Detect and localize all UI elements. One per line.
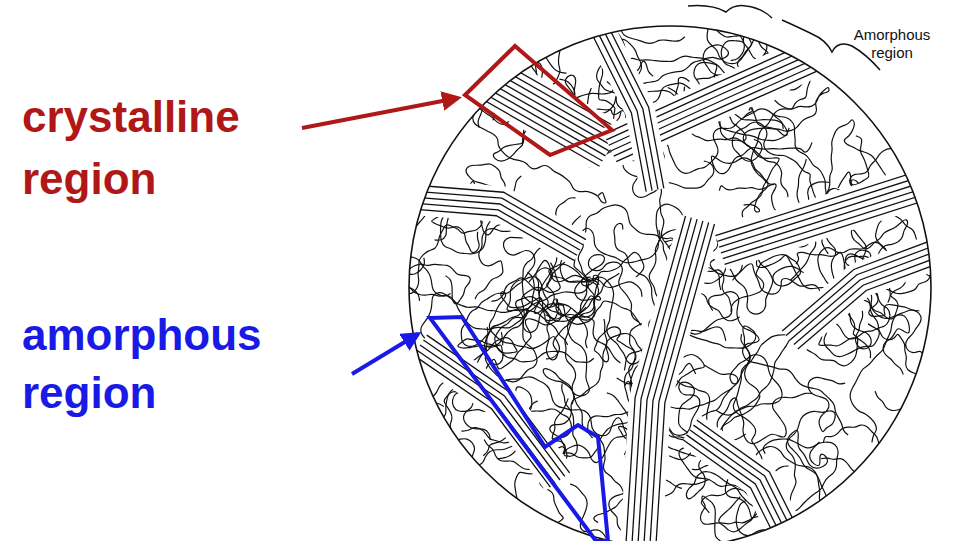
amorphous-chain <box>340 264 470 321</box>
crystalline-outline <box>465 46 612 155</box>
aligned-chain <box>417 350 556 484</box>
bracket <box>688 6 772 18</box>
aligned-chain <box>794 256 942 345</box>
aligned-chain <box>690 430 800 541</box>
amorphous-chain <box>875 357 961 458</box>
bundle-ground <box>720 180 940 250</box>
amorphous-outline <box>430 317 608 541</box>
aligned-chain <box>717 171 937 241</box>
amorphous-chain <box>507 277 621 363</box>
aligned-chain <box>719 177 939 247</box>
aligned-chain <box>721 183 941 253</box>
bundle-ground <box>690 430 800 541</box>
aligned-chain <box>782 239 936 331</box>
crystalline-bundle <box>782 239 944 349</box>
aligned-chain <box>715 166 935 236</box>
amorphous-chain <box>546 264 600 360</box>
sample-outline <box>409 26 931 541</box>
amorphous-chain <box>582 252 644 321</box>
aligned-chain <box>399 208 574 260</box>
bracket-label: Amorphous region <box>845 26 939 62</box>
aligned-chain <box>790 250 940 340</box>
region-label: crystalline region <box>22 86 312 210</box>
crystalline-bundle <box>399 184 586 260</box>
aligned-chain <box>427 335 570 473</box>
amorphous-chain <box>565 307 625 522</box>
amorphous-chain <box>382 377 444 426</box>
amorphous-chain <box>824 425 928 535</box>
aligned-chain <box>697 420 811 541</box>
crystalline-bundle <box>413 335 569 487</box>
crystalline-bundle <box>625 216 714 541</box>
amorphous-chain <box>268 267 419 313</box>
aligned-chain <box>786 244 938 335</box>
bundle-ground <box>790 250 940 340</box>
bundle-ground <box>640 220 700 541</box>
amorphous-chain <box>385 440 521 539</box>
aligned-chain <box>597 31 652 190</box>
crystalline-bundle <box>683 420 811 541</box>
aligned-chain <box>603 29 658 190</box>
leader-arrow <box>302 98 458 128</box>
aligned-chain <box>798 261 944 349</box>
polymer-chains <box>268 0 961 541</box>
aligned-chain <box>693 425 805 541</box>
aligned-chain <box>592 34 646 192</box>
amorphous-chain <box>619 0 743 43</box>
aligned-chain <box>460 86 600 166</box>
crystalline-bundle <box>592 26 664 192</box>
aligned-chain <box>423 340 564 476</box>
aligned-chain <box>463 81 603 161</box>
region-label: amorphous region <box>22 306 322 422</box>
aligned-chain <box>625 216 686 541</box>
leader-arrow <box>352 334 418 374</box>
amorphous-chain <box>362 211 482 293</box>
